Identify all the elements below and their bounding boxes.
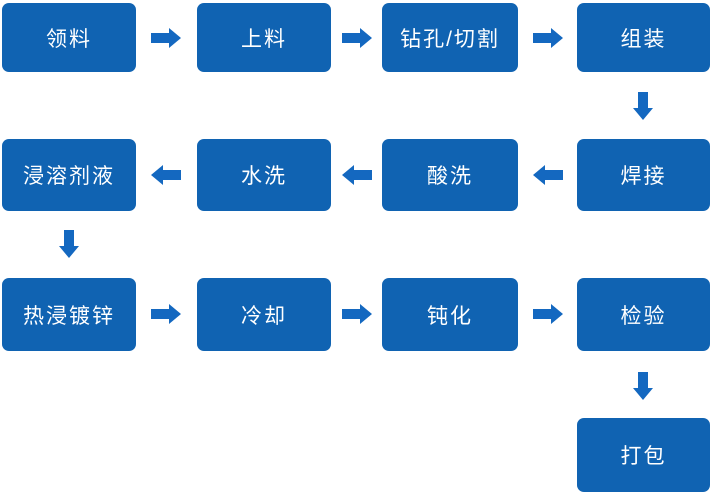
flow-node-welding: 焊接 (577, 139, 710, 211)
arrow-right-icon (342, 28, 372, 48)
arrow-down-icon (59, 230, 79, 258)
arrow-right-icon (151, 28, 181, 48)
flow-node-hot-dip-galvanizing: 热浸镀锌 (2, 278, 136, 351)
arrow-right-icon (533, 28, 563, 48)
flow-node-material-requisition: 领料 (2, 3, 136, 72)
arrow-right-icon (342, 304, 372, 324)
arrow-down-icon (633, 372, 653, 400)
arrow-left-icon (342, 165, 372, 185)
flow-node-drilling-cutting: 钻孔/切割 (382, 3, 518, 72)
arrow-down-icon (633, 92, 653, 120)
arrow-right-icon (533, 304, 563, 324)
flow-node-inspection: 检验 (577, 278, 710, 351)
flow-node-flux-dip: 浸溶剂液 (2, 139, 136, 211)
flow-node-assembly: 组装 (577, 3, 710, 72)
flow-node-water-rinse: 水洗 (197, 139, 331, 211)
flow-node-loading: 上料 (197, 3, 331, 72)
flow-node-passivation: 钝化 (382, 278, 518, 351)
arrow-right-icon (151, 304, 181, 324)
flow-node-cooling: 冷却 (197, 278, 331, 351)
flow-node-packing: 打包 (577, 418, 710, 492)
flow-node-acid-wash: 酸洗 (382, 139, 518, 211)
arrow-left-icon (533, 165, 563, 185)
arrow-left-icon (151, 165, 181, 185)
